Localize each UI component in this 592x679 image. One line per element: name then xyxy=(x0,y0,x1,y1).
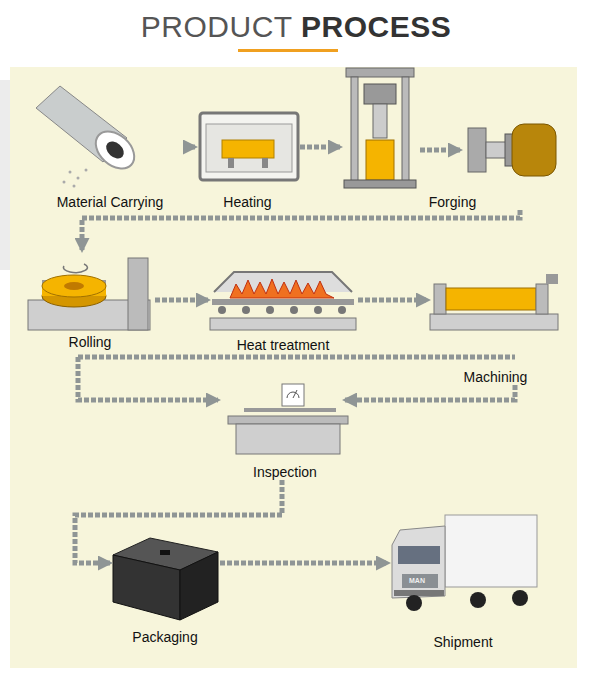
inspection-icon xyxy=(287,390,299,398)
material-carrying-icon xyxy=(89,124,142,176)
heat-treatment-icon xyxy=(338,306,346,314)
flow-arrow xyxy=(75,480,282,563)
process-step: Heating xyxy=(195,110,300,210)
package-icon xyxy=(160,550,170,555)
heat-treatment-icon xyxy=(210,272,356,330)
inspection-icon xyxy=(236,424,340,454)
page-title: PRODUCT PROCESS xyxy=(0,10,592,44)
package-icon xyxy=(113,538,218,620)
machining-icon xyxy=(446,288,536,310)
forging-press-icon xyxy=(344,180,416,188)
forging-press-icon xyxy=(364,84,396,104)
rolling-machine-icon xyxy=(63,264,87,273)
process-step: Inspection xyxy=(225,375,345,480)
truck-badge: MAN xyxy=(409,577,425,584)
heat-treatment-icon xyxy=(210,318,356,330)
machining-icon xyxy=(430,314,558,330)
forging-press-icon xyxy=(366,140,394,180)
process-step: Machining xyxy=(428,265,563,385)
process-step: Packaging xyxy=(110,530,220,645)
material-carrying-icon xyxy=(103,138,127,162)
heat-treatment-icon xyxy=(212,299,354,305)
rolling-machine-icon xyxy=(42,275,106,297)
material-carrying-icon xyxy=(73,185,76,188)
material-carrying-icon xyxy=(36,86,141,188)
rolling-machine-icon xyxy=(28,258,150,330)
heat-treatment-icon xyxy=(314,306,322,314)
forging-press-icon xyxy=(351,77,358,183)
forging-press-icon xyxy=(344,68,556,188)
forging-press-icon xyxy=(373,104,387,138)
step-label: Shipment xyxy=(431,634,494,650)
flow-arrow xyxy=(358,298,428,303)
heat-treatment-icon xyxy=(290,306,298,314)
process-step: Rolling xyxy=(25,250,155,350)
rolling-machine-icon xyxy=(64,282,84,290)
flow-arrow xyxy=(155,298,208,303)
furnace-icon xyxy=(200,113,298,180)
step-label: Machining xyxy=(462,369,530,385)
truck-icon xyxy=(445,515,537,587)
material-carrying-icon xyxy=(69,171,72,174)
step-label: Forging xyxy=(427,194,478,210)
furnace-icon xyxy=(206,124,292,172)
forging-press-icon xyxy=(468,128,486,172)
material-carrying-icon xyxy=(85,169,88,172)
heat-treatment-icon xyxy=(230,279,334,298)
truck-icon xyxy=(402,574,438,588)
background-panel xyxy=(10,67,577,668)
truck-icon xyxy=(406,595,422,611)
inspection-icon xyxy=(244,408,336,412)
flow-arrow xyxy=(220,561,388,566)
inspection-icon xyxy=(228,416,348,424)
dotted-flow-line xyxy=(78,357,515,400)
truck-icon xyxy=(394,590,444,596)
truck-icon xyxy=(512,590,528,606)
flow-arrow xyxy=(190,145,195,150)
process-step: Heat treatment xyxy=(208,268,358,353)
truck-icon xyxy=(392,515,537,611)
flow-arrow xyxy=(82,210,520,250)
heat-treatment-icon xyxy=(242,306,250,314)
flow-arrow xyxy=(300,145,340,150)
inspection-icon xyxy=(282,384,304,406)
furnace-icon xyxy=(222,140,274,158)
process-step: Forging xyxy=(340,62,565,210)
step-label: Material Carrying xyxy=(55,194,166,210)
truck-icon xyxy=(470,592,486,608)
machining-icon xyxy=(430,274,558,330)
forging-press-icon xyxy=(402,77,409,183)
inspection-icon xyxy=(228,384,348,454)
material-carrying-icon xyxy=(36,86,127,162)
flow-arrow xyxy=(345,385,515,400)
furnace-icon xyxy=(262,158,268,168)
forging-press-icon xyxy=(346,68,414,77)
truck-icon xyxy=(398,546,440,564)
step-label: Packaging xyxy=(130,629,199,645)
heat-treatment-icon xyxy=(218,306,226,314)
process-step: Material Carrying xyxy=(30,90,190,210)
step-label: Heating xyxy=(221,194,273,210)
title-underline xyxy=(238,49,338,52)
package-icon xyxy=(113,555,180,620)
heat-treatment-icon xyxy=(266,306,274,314)
forging-press-icon xyxy=(420,148,460,153)
material-carrying-icon xyxy=(77,177,80,180)
forging-press-icon xyxy=(486,142,506,158)
step-label: Inspection xyxy=(251,464,319,480)
material-carrying-icon xyxy=(63,181,66,184)
machining-icon xyxy=(546,274,558,284)
step-label: Rolling xyxy=(67,334,114,350)
package-icon xyxy=(180,552,218,620)
step-label: Heat treatment xyxy=(235,337,332,353)
furnace-icon xyxy=(200,113,298,180)
truck-icon xyxy=(392,526,445,598)
machining-icon xyxy=(434,284,446,314)
rolling-machine-icon xyxy=(128,258,148,330)
furnace-icon xyxy=(228,158,234,168)
machining-icon xyxy=(536,284,548,314)
forging-press-icon xyxy=(512,124,556,176)
